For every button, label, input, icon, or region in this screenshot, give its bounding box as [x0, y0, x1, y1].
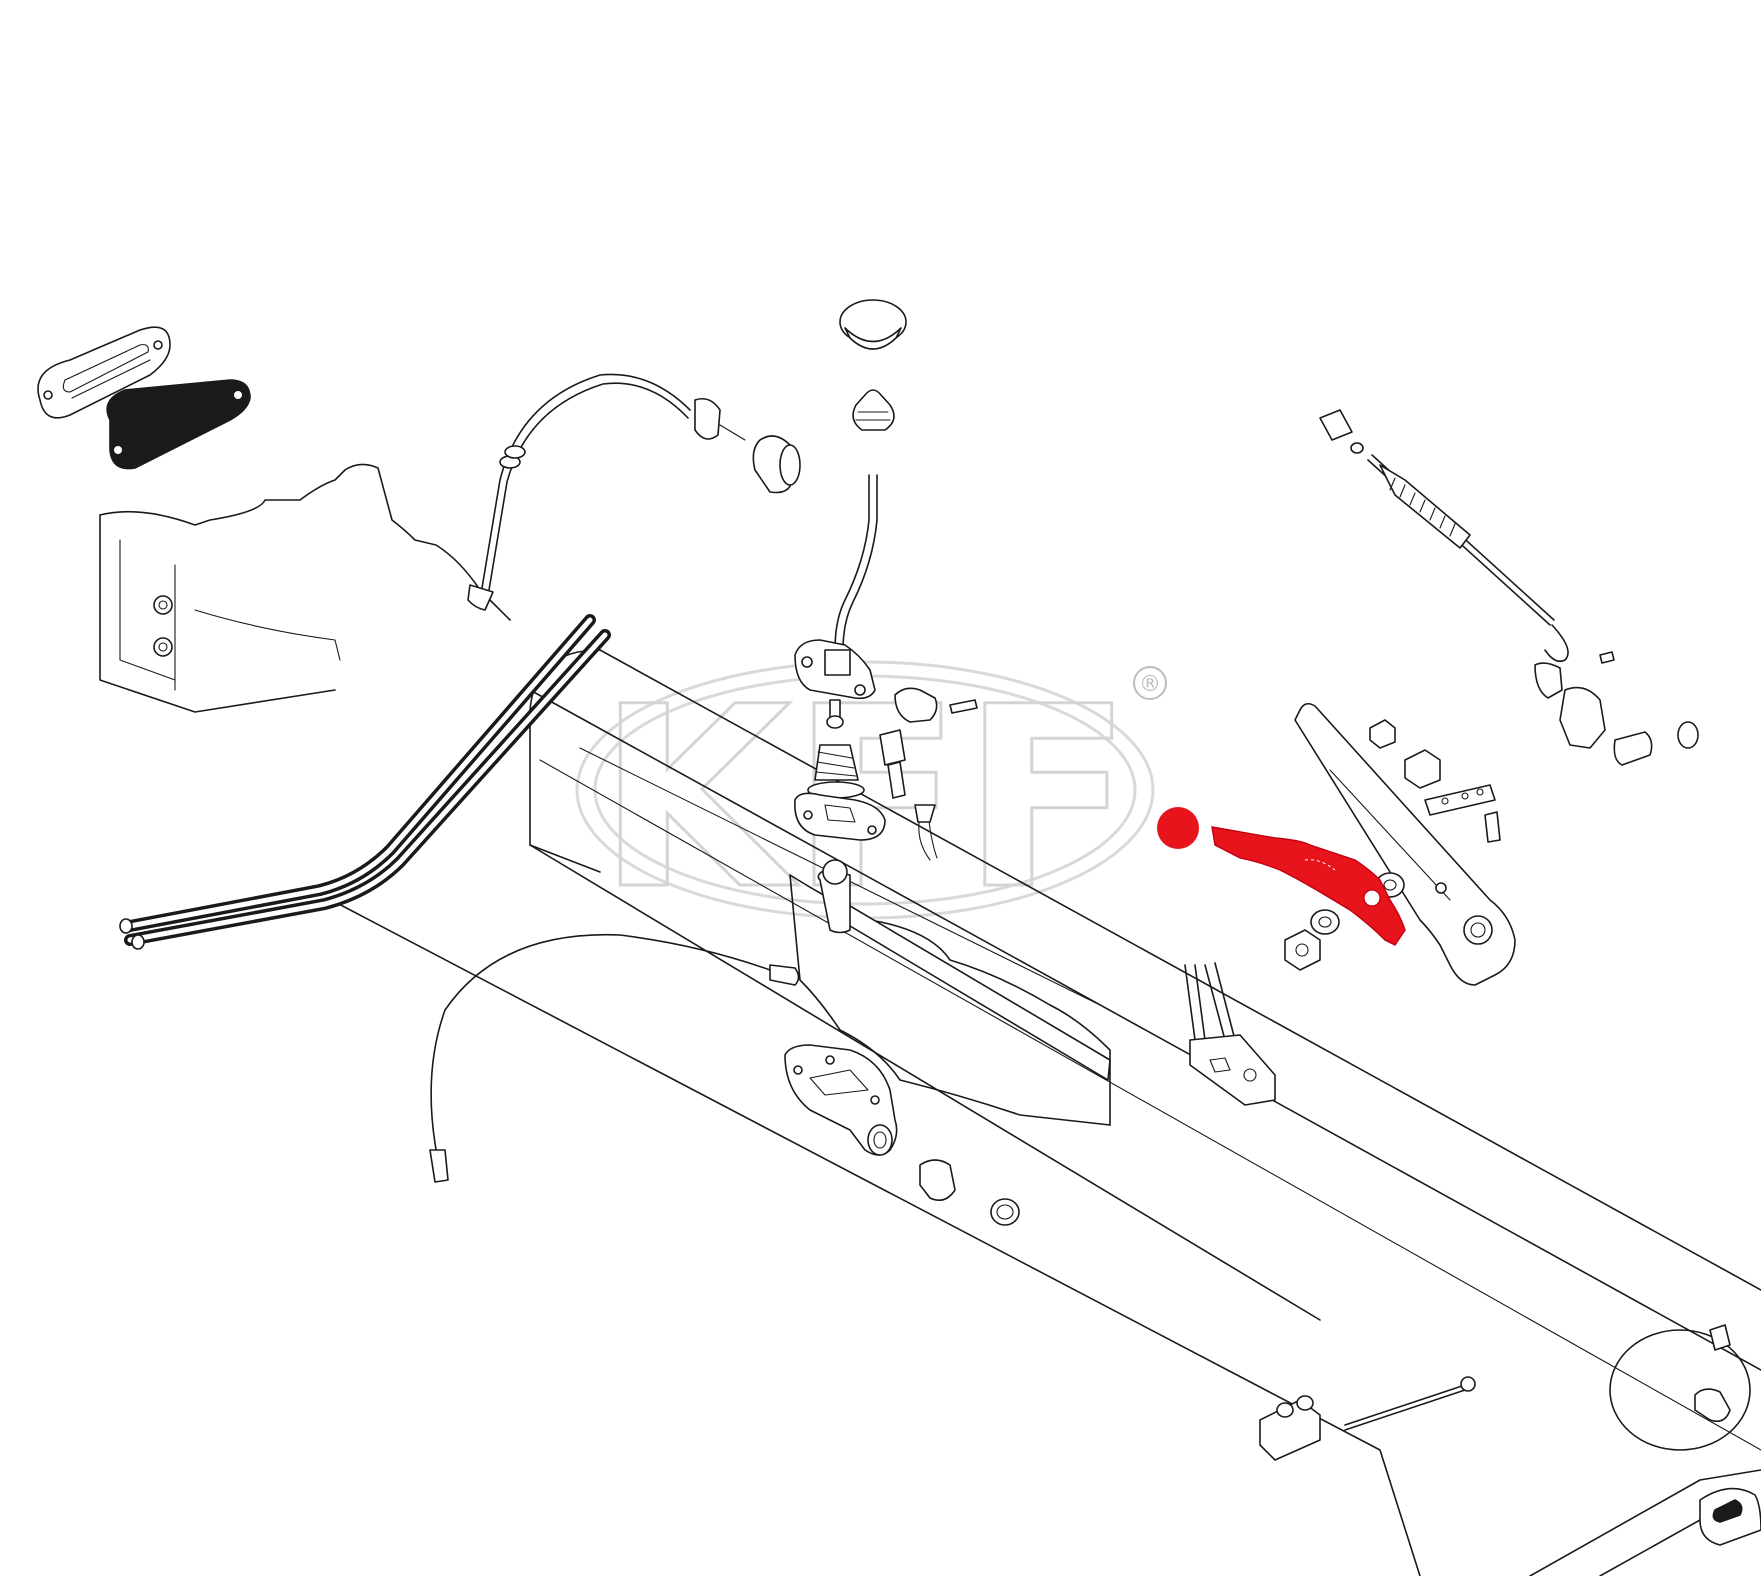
cable-guides — [1184, 962, 1276, 1106]
highlighted-lever — [1157, 807, 1406, 946]
shift-boot — [852, 389, 895, 431]
speedo-cable — [467, 373, 801, 611]
small-fittings — [879, 687, 978, 861]
slotted-cover-plate — [37, 326, 171, 419]
pawl — [1559, 686, 1606, 749]
watermark-logo-text: KFF — [597, 653, 1132, 944]
pin — [949, 699, 978, 714]
pawl-pin — [1613, 731, 1653, 766]
hex-nut — [1284, 929, 1321, 971]
clutch-cable — [429, 933, 800, 1183]
shift-channel — [789, 859, 1111, 1126]
cable-spring — [1379, 464, 1471, 549]
cover-plates — [37, 326, 251, 470]
gearshift-assembly — [794, 299, 907, 841]
registered-circle — [1133, 666, 1167, 700]
registered-mark: ® — [1139, 672, 1161, 697]
watermark-logo: KFF ® — [575, 652, 1167, 946]
pedal-bracket — [784, 1044, 1020, 1226]
handbrake-hardware — [1284, 719, 1496, 971]
frame-tunnel — [99, 463, 1761, 1576]
handbrake-lever — [1294, 702, 1516, 986]
gasket — [794, 792, 886, 841]
highlight-dot — [1157, 807, 1199, 849]
rubber-grommet-plate — [106, 379, 251, 470]
handbrake-cable — [1319, 409, 1699, 766]
star-knob — [894, 687, 938, 723]
heater-cables — [119, 614, 611, 950]
nut — [919, 1159, 956, 1201]
plate — [1424, 784, 1496, 816]
bottom-fittings — [1259, 1324, 1731, 1461]
handbrake-ratchet-lever — [1211, 826, 1406, 946]
